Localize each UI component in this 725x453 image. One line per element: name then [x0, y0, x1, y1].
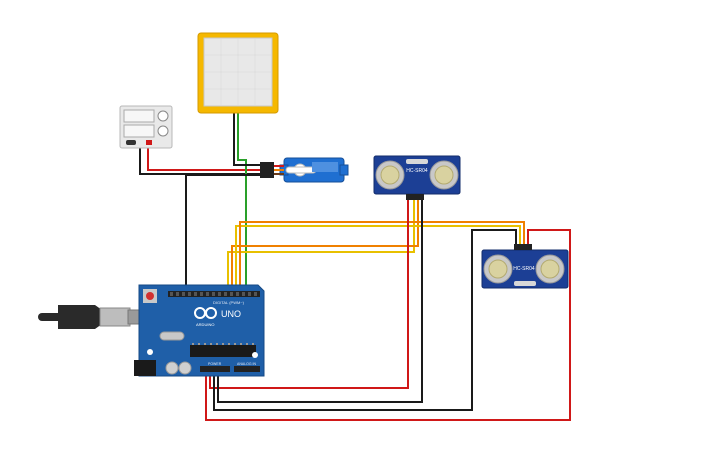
wire-orange-right[interactable]	[239, 221, 525, 292]
usb-cable-icon	[38, 313, 62, 321]
wire-black-top-sensor[interactable]	[217, 200, 423, 403]
battery-pack[interactable]	[119, 105, 173, 149]
wires	[139, 112, 571, 421]
microcontroller-chip	[190, 345, 256, 357]
wire-orange-top[interactable]	[231, 200, 419, 292]
wire-battery-red[interactable]	[147, 146, 265, 171]
arduino-brand: ARDUINO	[196, 322, 214, 327]
sensor-right-label: HC-SR04	[513, 266, 535, 272]
arduino-logo	[194, 307, 217, 319]
arduino-board[interactable]: DIGITAL (PWM~) ARDUINO UNO POWER ANALOG …	[134, 284, 265, 377]
power-jack[interactable]	[134, 360, 156, 376]
analog-header[interactable]	[234, 366, 260, 372]
wire-yellow-right[interactable]	[235, 225, 521, 292]
servo-connector	[260, 162, 274, 178]
ultrasonic-sensor-right[interactable]: HC-SR04	[481, 244, 569, 289]
wire-force-black[interactable]	[233, 112, 262, 166]
arduino-model: UNO	[221, 309, 241, 319]
usb-cable[interactable]	[38, 305, 141, 329]
power-header[interactable]	[200, 366, 230, 372]
wire-black-right-sensor[interactable]	[213, 229, 517, 411]
power-label: POWER	[208, 362, 222, 366]
wire-red-right-sensor[interactable]	[205, 229, 571, 421]
wire-red-top-sensor[interactable]	[209, 200, 409, 389]
analog-label: ANALOG IN	[237, 362, 257, 366]
sensor-top-label: HC-SR04	[406, 168, 428, 174]
wire-gnd-black[interactable]	[185, 174, 262, 292]
servo-motor[interactable]	[260, 157, 349, 183]
ultrasonic-sensor-top[interactable]: HC-SR04	[373, 155, 461, 200]
force-sensor[interactable]	[197, 32, 279, 114]
digital-label: DIGITAL (PWM~)	[213, 300, 245, 305]
